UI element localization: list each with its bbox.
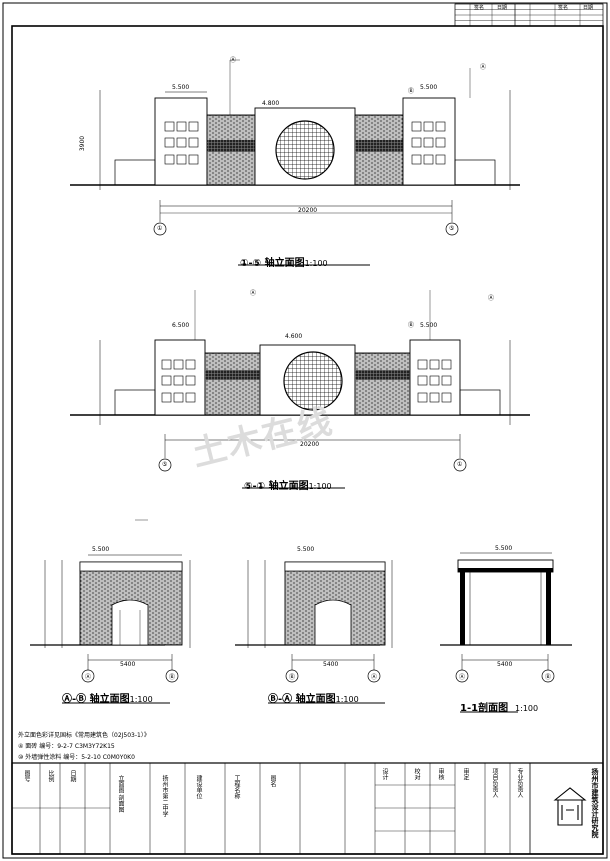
elevation-1-5	[70, 59, 520, 236]
note-line-3: ⑩ 外墙弹性涂料 编号：5-2-10 C0M0Y0K0	[18, 754, 135, 761]
v3-axis-right: Ⓑ	[169, 674, 176, 681]
v4-dim-total: 5400	[323, 661, 339, 668]
v1-dim-top-center: 4.800	[262, 100, 280, 107]
section-1-1	[440, 552, 572, 683]
tb-cell-design: 设计	[381, 768, 388, 780]
v1-note-b: Ⓑ	[408, 88, 415, 95]
header-label-sign-2: 签名	[558, 5, 569, 11]
v1-note-a: Ⓐ	[230, 57, 237, 64]
v3-dim-total: 5400	[120, 661, 136, 668]
v2-note-b: Ⓑ	[408, 322, 415, 329]
elevation-a-b	[30, 519, 191, 683]
tb-cell-pm: 项目负责人	[491, 768, 498, 798]
v1-dim-total: 20200	[298, 207, 318, 214]
v3-axis-left: Ⓐ	[85, 674, 92, 681]
tb-cell-project: 工程名称	[233, 775, 240, 799]
v4-dim-top: 5.500	[297, 546, 315, 553]
tb-cell-lead: 专业负责人	[516, 768, 523, 798]
v2-dim-top-left: 6.500	[172, 322, 190, 329]
tb-cell-review: 审核	[437, 768, 444, 780]
header-table	[454, 3, 604, 27]
v1-axis-left: ①	[157, 225, 163, 232]
v5-title: 1-1剖面图 1:100	[460, 703, 539, 714]
v1-title: ①-⑤ 轴立面图1:100	[240, 258, 328, 269]
company-logo	[553, 787, 587, 826]
v4-axis-right: Ⓐ	[371, 674, 378, 681]
note-line-1: 外立面色彩详见国标《常用建筑色（02J503-1）》	[18, 732, 150, 739]
v2-axis-left: ⑤	[162, 461, 168, 468]
tb-drawing-name: 立面图 剖面图	[117, 775, 124, 813]
note-line-2: ④ 面砖 编号：9-2-7 C3M3Y72K15	[18, 743, 115, 750]
v3-dim-top: 5.500	[92, 546, 110, 553]
v1-dim-top-left: 5.500	[172, 84, 190, 91]
tb-cell-drawing-no: 图号	[23, 770, 30, 782]
title-block	[11, 762, 604, 855]
v3-title: Ⓐ-Ⓑ 轴立面图1:100	[62, 694, 153, 705]
v2-dim-top-center: 4.600	[285, 333, 303, 340]
tb-cell-scale: 比例	[47, 770, 54, 782]
tb-cell-check: 校对	[413, 768, 420, 780]
v2-note-a-right: Ⓐ	[488, 295, 495, 302]
tb-cell-client: 建设单位	[195, 775, 202, 799]
tb-project-name: 扬州市第二中学	[161, 775, 168, 817]
tb-cell-title: 图名	[269, 775, 276, 787]
v4-axis-left: Ⓑ	[289, 674, 296, 681]
v1-dim-top-right: 5.500	[420, 84, 438, 91]
v1-dim-side-1: 3900	[79, 135, 87, 152]
v5-axis-right: Ⓑ	[545, 674, 552, 681]
v5-dim-top: 5.500	[495, 545, 513, 552]
v1-note-a-right: Ⓐ	[480, 64, 487, 71]
v1-axis-right: ⑤	[449, 225, 455, 232]
v2-dim-total: 20200	[300, 441, 320, 448]
v2-dim-top-right: 5.500	[420, 322, 438, 329]
header-label-date-2: 日期	[583, 5, 594, 11]
tb-company-name: 扬州市建筑设计研究院	[591, 768, 599, 838]
tb-cell-approve: 审定	[462, 768, 469, 780]
v5-dim-total: 5400	[497, 661, 513, 668]
header-label-sign: 签名	[474, 5, 485, 11]
tb-cell-date: 日期	[69, 770, 76, 782]
v2-axis-right: ①	[457, 461, 463, 468]
v5-axis-left: Ⓐ	[459, 674, 466, 681]
elevation-5-1	[70, 290, 530, 472]
v2-note-a: Ⓐ	[250, 290, 257, 297]
header-label-date: 日期	[497, 5, 508, 11]
v4-title: Ⓑ-Ⓐ 轴立面图1:100	[268, 694, 359, 705]
elevation-b-a	[235, 560, 393, 683]
v2-title: ⑤-① 轴立面图1:100	[244, 481, 332, 492]
